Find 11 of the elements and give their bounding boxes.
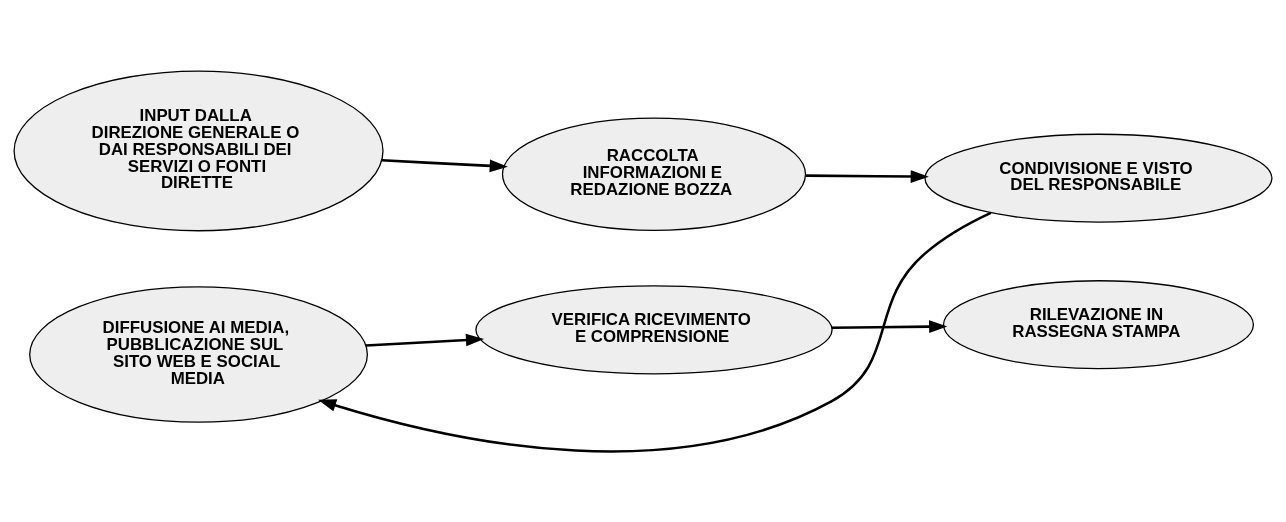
arrow <box>318 211 992 453</box>
node-ellipse: RILEVAZIONE IN RASSEGNA STAMPA <box>942 279 1255 369</box>
arrow <box>805 169 929 183</box>
node-ellipse: INPUT DALLA DIREZIONE GENERALE O DAI RESPONSABILI DEI SERVIZI O FONTI DIRETTE <box>13 70 384 231</box>
node-ellipse: RACCOLTA INFORMAZIONI E REDAZIONE BOZZA <box>501 117 807 231</box>
arrow <box>381 158 508 172</box>
node-ellipse: DIFFUSIONE AI MEDIA, PUBBLICAZIONE SUL SITO WEB E SOCIAL MEDIA <box>29 285 368 423</box>
node-ellipse: VERIFICA RICEVIMENTO E COMPRENSIONE <box>475 284 833 374</box>
node-ellipse: CONDIVISIONE E VISTO DEL RESPONSABILE <box>924 133 1273 223</box>
arrow <box>831 319 948 333</box>
arrow <box>365 333 485 347</box>
